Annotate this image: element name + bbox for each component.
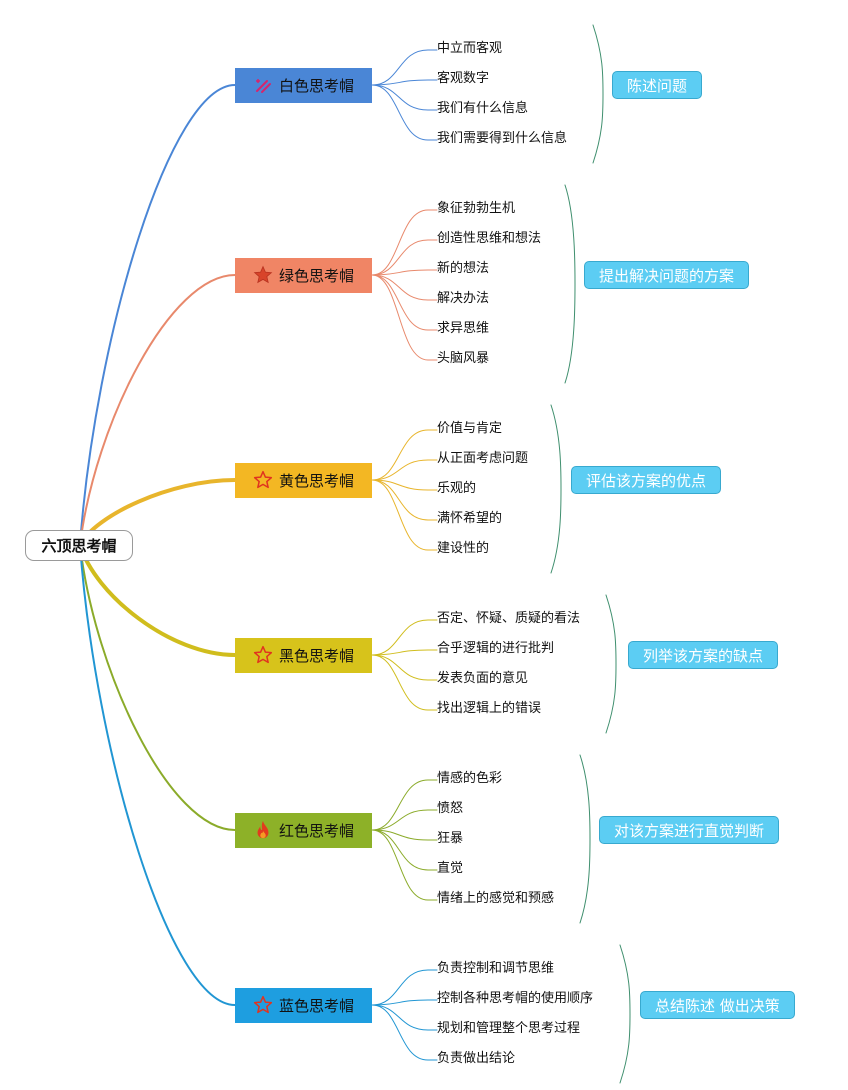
topic-item[interactable]: 中立而客观 [437,41,503,56]
summary-label[interactable]: 评估该方案的优点 [571,466,722,494]
leaf-connector-white-0 [371,49,438,86]
leaf-connector-yellow-1 [371,459,438,481]
leaf-connector-green-5 [371,274,438,361]
root-node[interactable]: 六顶思考帽 [25,530,133,561]
topic-item[interactable]: 否定、怀疑、质疑的看法 [437,611,581,626]
topic-item[interactable]: 我们有什么信息 [437,101,529,116]
hat-node-red[interactable]: 红色思考帽 [235,812,372,848]
root-connector-black [78,543,237,657]
topic-item[interactable]: 价值与肯定 [437,421,503,436]
hat-node-white[interactable]: 白色思考帽 [235,67,372,103]
topic-item[interactable]: 头脑风暴 [437,351,490,366]
leaf-connector-black-0 [371,619,438,656]
star-outline-icon [253,645,273,665]
summary-label[interactable]: 提出解决问题的方案 [584,261,750,289]
topic-item[interactable]: 找出逻辑上的错误 [437,701,542,716]
leaf-connector-black-1 [371,649,438,656]
summary-label[interactable]: 列举该方案的缺点 [628,641,779,669]
root-connector-green [79,274,236,546]
root-connector-red [79,544,236,831]
topic-item[interactable]: 建设性的 [437,541,490,556]
topic-item[interactable]: 新的想法 [437,261,490,276]
topic-item[interactable]: 合乎逻辑的进行批判 [437,641,555,656]
topic-item[interactable]: 规划和管理整个思考过程 [437,1021,581,1036]
hat-node-green[interactable]: 绿色思考帽 [235,257,372,293]
leaf-connector-yellow-4 [371,479,438,551]
leaf-connector-red-1 [371,809,438,831]
leaf-connector-red-0 [371,779,438,831]
hat-node-black[interactable]: 黑色思考帽 [235,637,372,673]
root-connector-white [79,84,236,546]
topic-item[interactable]: 情绪上的感觉和预感 [437,891,555,906]
hat-label: 绿色思考帽 [278,266,354,285]
leaf-connector-yellow-0 [371,429,438,481]
topic-item[interactable]: 负责做出结论 [437,1051,516,1066]
topic-item[interactable]: 象征勃勃生机 [437,201,516,216]
star-outline-icon [253,995,273,1015]
leaf-connector-green-3 [371,274,438,301]
leaf-connector-red-2 [371,829,438,841]
hat-label: 蓝色思考帽 [278,996,354,1015]
root-title: 六顶思考帽 [41,537,117,555]
hat-node-yellow[interactable]: 黄色思考帽 [235,462,372,498]
leaf-connector-blue-1 [371,999,438,1006]
leaf-connector-yellow-3 [371,479,438,521]
leaf-connector-white-3 [371,84,438,141]
summary-bracket-red [579,754,591,924]
summary-label[interactable]: 陈述问题 [612,71,703,99]
hat-label: 白色思考帽 [278,76,354,95]
sparkle-icon [253,75,273,95]
leaf-connector-blue-3 [371,1004,438,1061]
hat-label: 黄色思考帽 [278,471,354,490]
topic-item[interactable]: 解决办法 [437,291,490,306]
leaf-connector-green-4 [371,274,438,331]
flame-icon [253,820,273,840]
leaf-connector-blue-2 [371,1004,438,1031]
summary-bracket-black [605,594,617,734]
topic-item[interactable]: 发表负面的意见 [437,671,529,686]
summary-label[interactable]: 对该方案进行直觉判断 [599,816,780,844]
topic-item[interactable]: 满怀希望的 [437,511,503,526]
topic-item[interactable]: 负责控制和调节思维 [437,961,555,976]
topic-item[interactable]: 从正面考虑问题 [437,451,529,466]
topic-item[interactable]: 情感的色彩 [437,771,503,786]
summary-bracket-green [564,184,576,384]
topic-item[interactable]: 求异思维 [437,321,490,336]
summary-bracket-yellow [550,404,562,574]
leaf-connector-white-2 [371,84,438,111]
leaf-connector-blue-0 [371,969,438,1006]
leaf-connector-green-0 [371,209,438,276]
leaf-connector-red-4 [371,829,438,901]
star-filled-icon [253,265,273,285]
topic-item[interactable]: 乐观的 [437,481,477,496]
hat-node-blue[interactable]: 蓝色思考帽 [235,987,372,1023]
topic-item[interactable]: 我们需要得到什么信息 [437,131,568,146]
topic-item[interactable]: 创造性思维和想法 [437,231,542,246]
leaf-connector-red-3 [371,829,438,871]
leaf-connector-yellow-2 [371,479,438,491]
topic-item[interactable]: 愤怒 [437,801,464,816]
star-outline-icon [253,470,273,490]
leaf-connector-green-1 [371,239,438,276]
leaf-connector-black-2 [371,654,438,681]
topic-item[interactable]: 直觉 [437,861,464,876]
leaf-connector-black-3 [371,654,438,711]
topic-item[interactable]: 客观数字 [437,71,490,86]
hat-label: 红色思考帽 [278,821,354,840]
topic-item[interactable]: 狂暴 [437,831,464,846]
leaf-connector-white-1 [371,79,438,86]
root-connector-blue [79,544,236,1006]
summary-label[interactable]: 总结陈述 做出决策 [640,991,795,1019]
summary-bracket-white [592,24,604,164]
hat-label: 黑色思考帽 [278,646,354,665]
summary-bracket-blue [619,944,631,1084]
leaf-connector-green-2 [371,269,438,276]
topic-item[interactable]: 控制各种思考帽的使用顺序 [437,991,594,1006]
